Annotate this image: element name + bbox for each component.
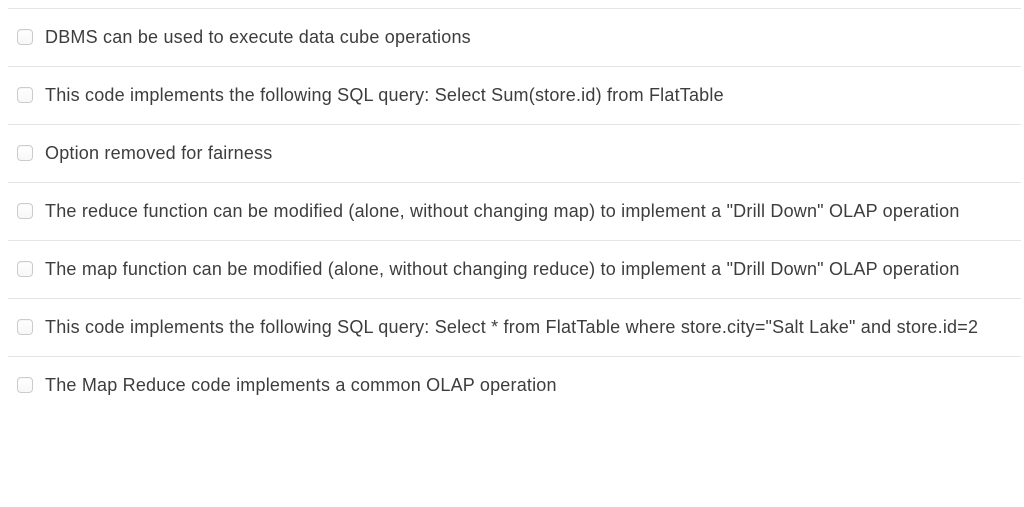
option-row[interactable]: This code implements the following SQL q… <box>8 298 1021 356</box>
option-label: Option removed for fairness <box>45 143 273 163</box>
option-label: The Map Reduce code implements a common … <box>45 375 557 395</box>
option-label: The map function can be modified (alone,… <box>45 259 960 279</box>
option-row[interactable]: DBMS can be used to execute data cube op… <box>8 8 1021 66</box>
checkbox-unchecked-icon[interactable] <box>17 203 33 219</box>
option-label: The reduce function can be modified (alo… <box>45 201 960 221</box>
option-label: This code implements the following SQL q… <box>45 85 724 105</box>
checkbox-unchecked-icon[interactable] <box>17 87 33 103</box>
option-row[interactable]: The Map Reduce code implements a common … <box>8 356 1021 414</box>
options-list: DBMS can be used to execute data cube op… <box>8 8 1021 414</box>
checkbox-unchecked-icon[interactable] <box>17 145 33 161</box>
checkbox-unchecked-icon[interactable] <box>17 29 33 45</box>
option-label: This code implements the following SQL q… <box>45 317 979 337</box>
checkbox-unchecked-icon[interactable] <box>17 261 33 277</box>
option-row[interactable]: The reduce function can be modified (alo… <box>8 182 1021 240</box>
option-row[interactable]: Option removed for fairness <box>8 124 1021 182</box>
option-row[interactable]: The map function can be modified (alone,… <box>8 240 1021 298</box>
option-row[interactable]: This code implements the following SQL q… <box>8 66 1021 124</box>
checkbox-unchecked-icon[interactable] <box>17 377 33 393</box>
checkbox-unchecked-icon[interactable] <box>17 319 33 335</box>
option-label: DBMS can be used to execute data cube op… <box>45 27 471 47</box>
